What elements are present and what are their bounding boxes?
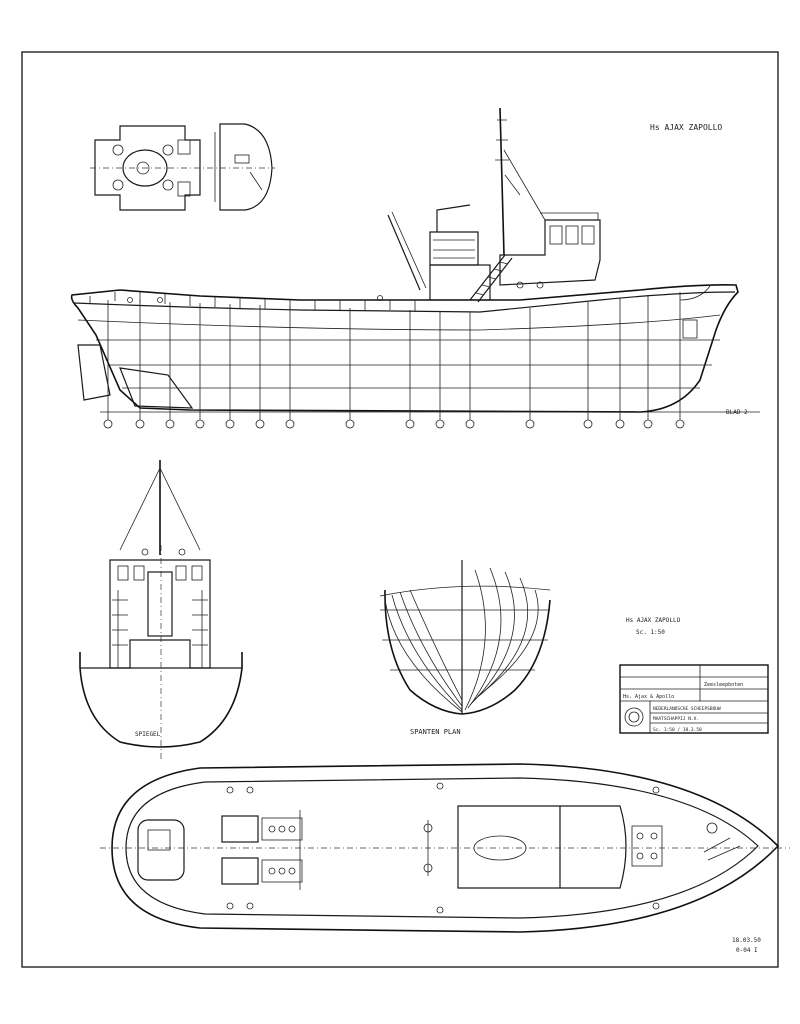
sheet-border [21,51,779,968]
sheet-code-1: 18.03.50 [732,937,761,944]
title-block-cell-3: Zeesleepboten [704,682,743,688]
bulwark-stanchions [89,292,416,311]
right-note-1: Hs AJAX ZAPOLLO [626,617,681,624]
deck-plan [100,763,790,933]
sheet-code-2: 0-04 I [736,947,758,954]
frame-markers [103,419,685,429]
side-profile [70,107,760,420]
body-plan: SPANTEN PLAN [379,560,551,736]
title-block-cell-5: Hs. Ajax & Apollo [623,694,674,700]
stern-view: SPIEGEL [79,460,243,760]
svg-text:SPIEGEL: SPIEGEL [135,731,161,738]
title-block-cell-11: Sc. 1:50 / 18.3.50 [653,727,702,733]
title-block-cell-8: NEDERLANDSCHE SCHEEPSBOUW [653,706,721,712]
frame-lines [107,292,681,420]
title-block-cell-9: MAATSCHAPPIJ N.V. [653,716,699,722]
body-plan-label: SPANTEN PLAN [410,728,461,736]
title-block: Zeesleepboten Hs. Ajax & Apollo NEDERLAN… [619,664,769,734]
right-note-2: Sc. 1:50 [636,629,665,636]
section-note: BLAD 2 [726,409,748,416]
title-top-right: Hs AJAX ZAPOLLO [650,123,722,132]
bridge-deck-plan [90,123,275,211]
